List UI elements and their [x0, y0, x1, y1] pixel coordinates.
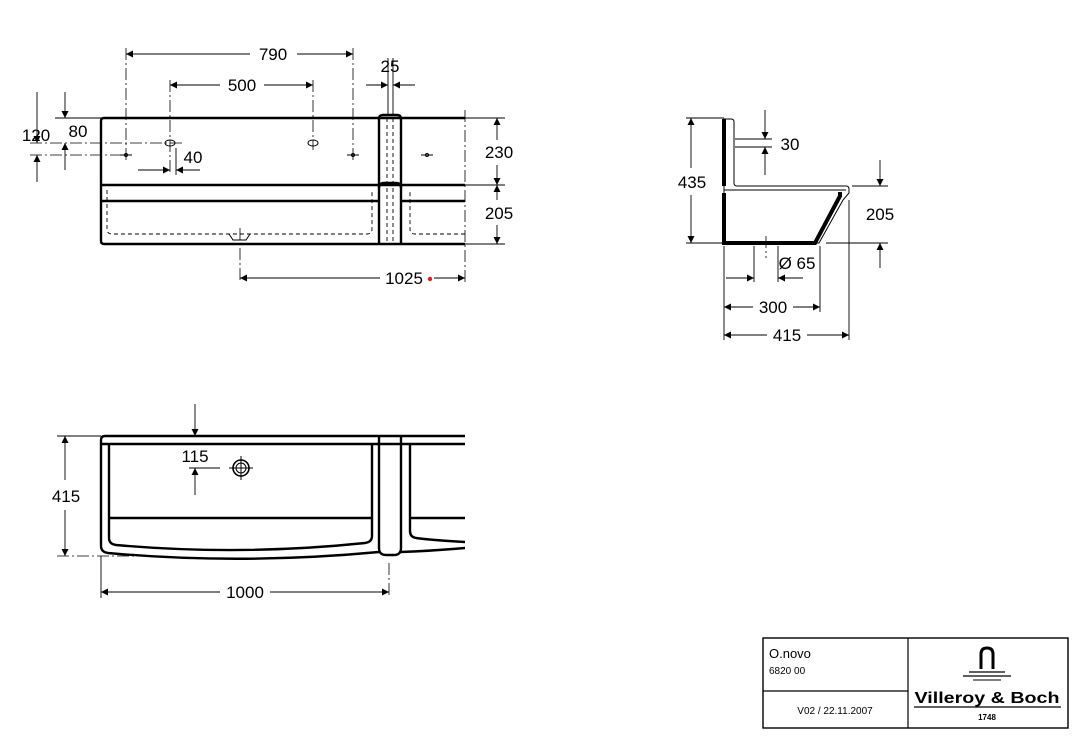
- dim-415-top: 415: [52, 487, 80, 506]
- title-block: O.novo 6820 00 V02 / 22.11.2007 Villeroy…: [762, 637, 1069, 729]
- brand-year: 1748: [978, 713, 996, 722]
- dim-1000: 1000: [226, 583, 264, 602]
- product-name: O.novo: [769, 646, 811, 661]
- dim-205-front: 205: [485, 204, 513, 223]
- villeroy-boch-logo: Villeroy & Boch 1748: [914, 646, 1061, 722]
- brand-name: Villeroy & Boch: [915, 690, 1060, 707]
- dim-120: 120: [22, 126, 50, 145]
- dim-80: 80: [69, 122, 88, 141]
- dim-30: 30: [781, 135, 800, 154]
- article-number: 6820 00: [769, 666, 806, 677]
- dim-435: 435: [678, 173, 706, 192]
- dim-230: 230: [485, 143, 513, 162]
- dim-115: 115: [181, 447, 208, 466]
- dim-1025: 1025: [385, 269, 423, 288]
- dim-300: 300: [759, 298, 787, 317]
- dim-790: 790: [259, 45, 287, 64]
- version-date: V02 / 22.11.2007: [797, 706, 873, 717]
- dim-25: 25: [381, 57, 400, 76]
- front-view: 790 500 25 120 80 40 230 205 1025: [22, 45, 513, 288]
- red-marker-dot: [427, 276, 433, 282]
- dim-drain-diameter: Ø 65: [779, 254, 816, 273]
- side-view: 435 30 205 Ø 65 300 415: [678, 110, 894, 345]
- dim-415-side: 415: [773, 326, 801, 345]
- dim-40: 40: [184, 148, 203, 167]
- dim-205-side: 205: [866, 205, 894, 224]
- top-view: 115 415 1000: [52, 404, 466, 602]
- dim-500: 500: [228, 76, 256, 95]
- drain-icon: [229, 456, 253, 480]
- mounting-holes: [120, 139, 433, 157]
